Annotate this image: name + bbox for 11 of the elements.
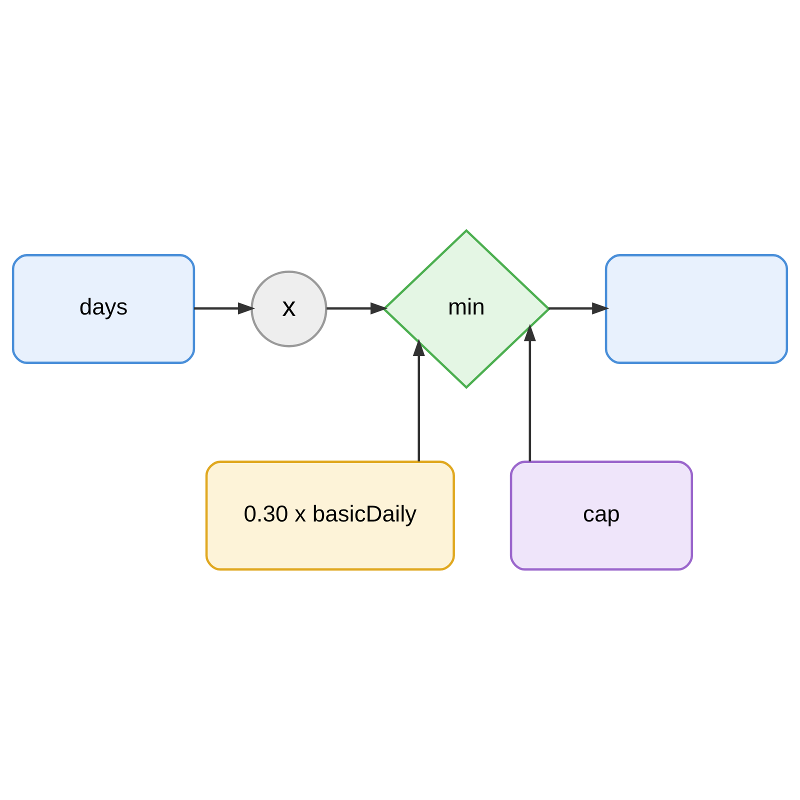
arrow (524, 324, 536, 462)
node-box: 0.30 x basicDaily (205, 460, 455, 571)
arrow (412, 338, 425, 462)
arrow (194, 302, 256, 314)
arrow (548, 302, 610, 314)
node-box (604, 254, 788, 364)
node-circle: x (250, 270, 328, 348)
node-box: days (12, 254, 196, 364)
node-box: cap (510, 460, 694, 571)
arrow (326, 302, 388, 314)
node-diamond: min (382, 229, 550, 389)
